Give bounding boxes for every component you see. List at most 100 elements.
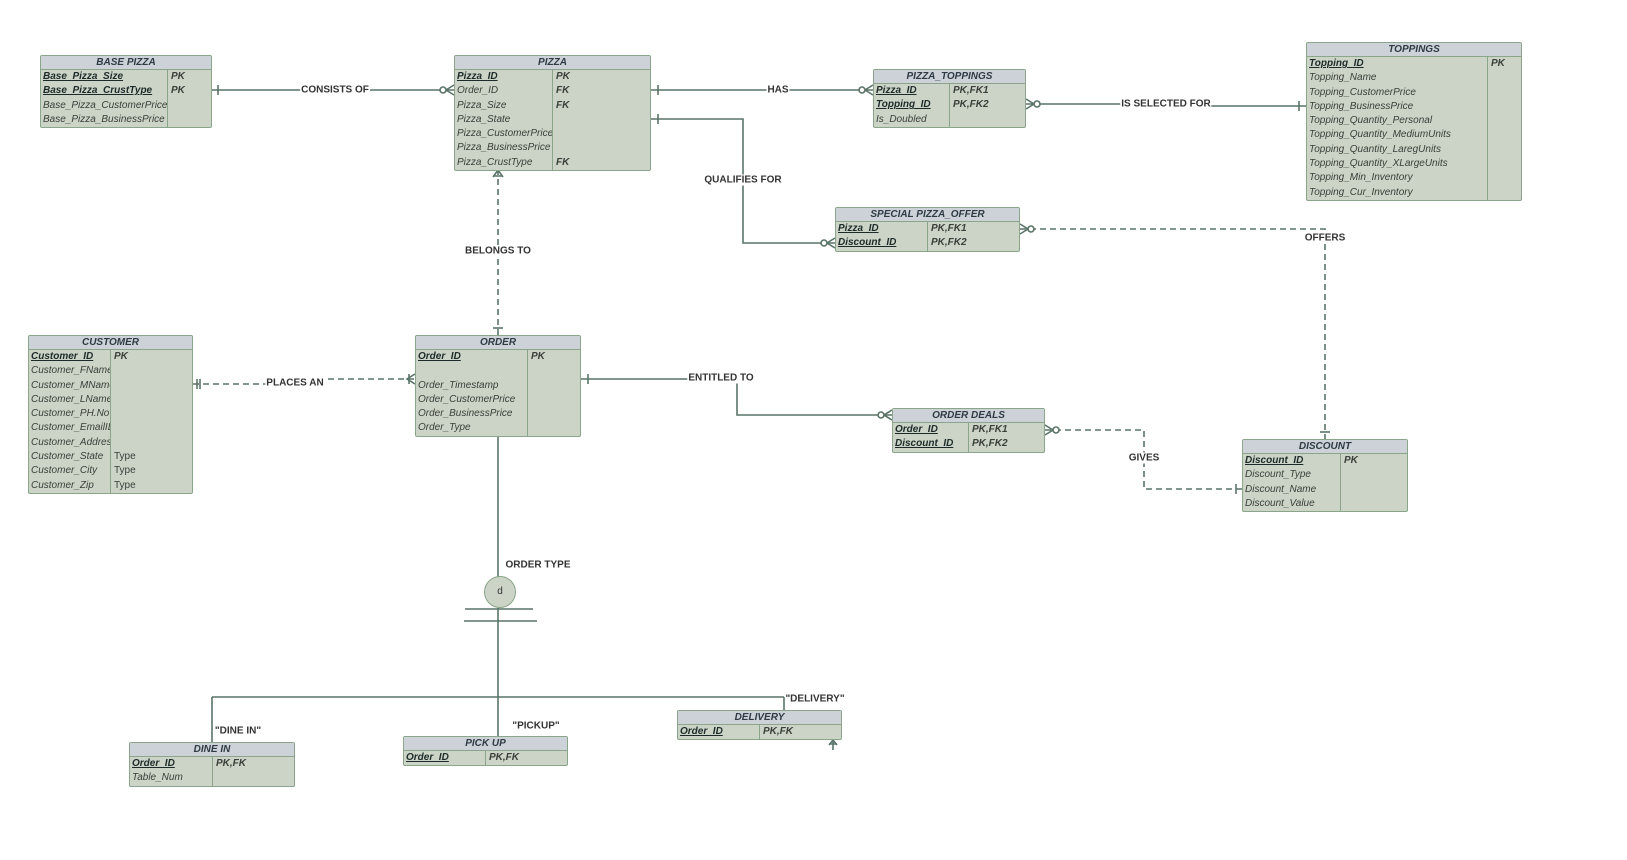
link-entitled-to — [581, 378, 892, 416]
label-order-type: ORDER TYPE — [505, 559, 571, 571]
attribute-key: PK — [171, 85, 185, 97]
attribute-key — [553, 113, 556, 127]
attribute-key — [111, 364, 114, 378]
label-qualifies-for: QUALIFIES FOR — [703, 174, 783, 186]
attribute-row: Customer_MName — [29, 379, 192, 393]
attribute-row: Base_Pizza_BusinessPrice — [41, 113, 211, 127]
attribute-key — [528, 393, 531, 407]
attribute-key — [168, 99, 171, 113]
attribute-key — [168, 113, 171, 127]
attribute-name: Customer_LName — [31, 393, 111, 405]
attribute-key — [1341, 483, 1344, 497]
attribute-name: Order_CustomerPrice — [418, 393, 516, 405]
attribute-name: Topping_BusinessPrice — [1309, 100, 1414, 112]
entity-title: DINE IN — [130, 743, 294, 757]
attribute-key: PK — [1491, 58, 1505, 69]
attribute-name: Discount_ID — [895, 438, 954, 450]
attribute-row: Topping_BusinessPrice — [1307, 100, 1521, 114]
attribute-name: Topping_Quantity_Personal — [1309, 115, 1433, 127]
attribute-key — [528, 407, 531, 421]
attribute-key — [1488, 86, 1491, 100]
attribute-key — [1341, 468, 1344, 482]
entity-title: PIZZA — [455, 56, 650, 70]
attribute-key — [528, 379, 531, 393]
attribute-row: Topping_Name — [1307, 71, 1521, 85]
entity-title: PIZZA_TOPPINGS — [874, 70, 1025, 84]
attribute-key — [111, 393, 114, 407]
attribute-name: Table_Num — [132, 772, 183, 784]
attribute-key — [1488, 114, 1491, 128]
attribute-name: Topping_Min_Inventory — [1309, 172, 1413, 184]
attribute-key: PK — [531, 351, 545, 362]
link-order-type — [211, 430, 785, 742]
attribute-key: PK,FK2 — [972, 438, 1008, 450]
attribute-row: Topping_Quantity_XLargeUnits — [1307, 157, 1521, 171]
attribute-row: Base_Pizza_CustomerPrice — [41, 99, 211, 113]
attribute-key — [111, 407, 114, 421]
attribute-name: Pizza_ID — [838, 223, 879, 234]
attribute-name: Topping_Cur_Inventory — [1309, 186, 1413, 198]
attribute-key: Type — [114, 479, 136, 491]
attribute-key — [1488, 128, 1491, 142]
entity-title: BASE PIZZA — [41, 56, 211, 70]
entity-title: SPECIAL PIZZA_OFFER — [836, 208, 1019, 222]
column-divider — [927, 222, 928, 251]
attribute-row: Table_Num — [130, 771, 294, 785]
attribute-name: Pizza_BusinessPrice — [457, 142, 551, 154]
column-divider — [759, 725, 760, 740]
attribute-key: PK,FK — [489, 752, 519, 763]
attribute-row: Pizza_CustomerPrice — [455, 127, 650, 141]
attribute-name: Pizza_ID — [876, 85, 917, 96]
attribute-key: PK,FK — [216, 758, 246, 769]
attribute-name: Discount_Value — [1245, 497, 1315, 509]
attribute-row: Topping_Quantity_LaregUnits — [1307, 143, 1521, 157]
column-divider — [1340, 454, 1341, 512]
attribute-key — [1488, 171, 1491, 185]
attribute-name: Order_ID — [895, 424, 938, 435]
attribute-key: PK,FK2 — [931, 237, 967, 249]
attribute-name: Customer_Address — [31, 436, 111, 448]
attribute-name: Topping_Quantity_MediumUnits — [1309, 129, 1451, 141]
attribute-row: Discount_ID PK,FK2 — [893, 437, 1044, 451]
column-divider — [968, 423, 969, 452]
attribute-name: Customer_Zip — [31, 479, 94, 491]
attribute-name: Order_ID — [457, 85, 499, 97]
attribute-name: Base_Pizza_Size — [43, 71, 124, 82]
attribute-name: Pizza_CrustType — [457, 156, 533, 168]
label-gives: GIVES — [1127, 452, 1161, 464]
attribute-name: Topping_Name — [1309, 72, 1377, 84]
attribute-name: Order_ID — [680, 726, 723, 737]
attribute-name: Customer_ID — [31, 351, 94, 362]
attribute-name: Topping_Quantity_XLargeUnits — [1309, 158, 1448, 170]
attribute-key: PK,FK1 — [972, 424, 1008, 435]
attribute-key — [111, 421, 114, 435]
attribute-name: Customer_MName — [31, 379, 111, 391]
attribute-key — [1488, 157, 1491, 171]
attribute-name: Discount_ID — [838, 237, 897, 249]
column-divider — [110, 350, 111, 493]
attribute-row: Discount_Name — [1243, 483, 1407, 497]
